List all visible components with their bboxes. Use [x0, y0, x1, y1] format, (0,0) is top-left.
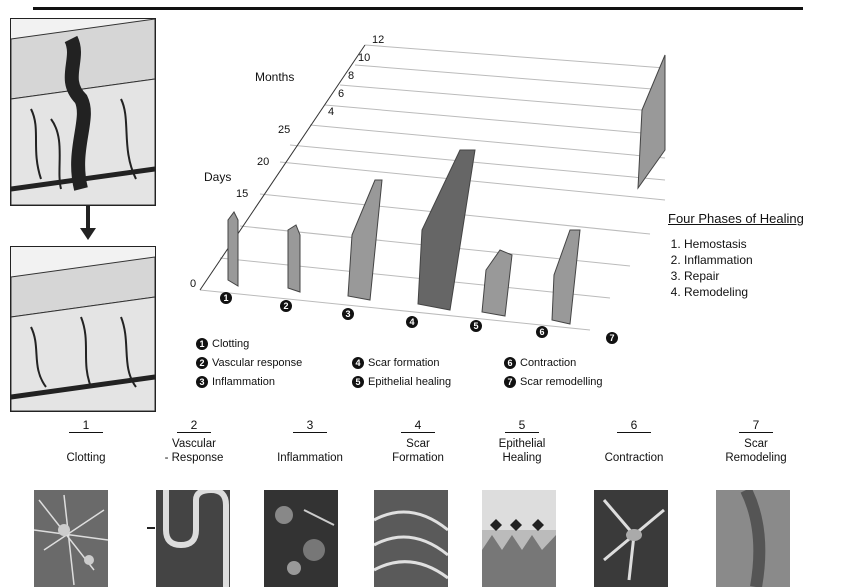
months-axis-label: Months: [255, 70, 294, 84]
wounded-skin-illustration: [10, 18, 156, 206]
healing-timeline-chart: Months 12 10 8 6 4 Days 25 20 15 0 1 2 3…: [160, 30, 670, 390]
months-tick: 4: [328, 106, 334, 118]
healed-skin-illustration: [10, 246, 156, 412]
scar-remodeling-image: [716, 490, 790, 587]
days-tick: 20: [257, 156, 269, 168]
phase-item: Inflammation: [684, 252, 844, 268]
scar-formation-image: [374, 490, 448, 587]
months-tick: 12: [372, 34, 384, 46]
months-tick: 10: [358, 52, 370, 64]
bar-number-marker: 5: [470, 320, 482, 332]
bar-number-marker: 7: [606, 332, 618, 344]
inflammation-image: [264, 490, 338, 587]
bar-number-marker: 4: [406, 316, 418, 328]
days-tick: 25: [278, 124, 290, 136]
phases-list: Hemostasis Inflammation Repair Remodelin…: [668, 236, 844, 300]
phase-item: Remodeling: [684, 284, 844, 300]
bar-number-marker: 2: [280, 300, 292, 312]
connector-line: [147, 527, 155, 529]
months-tick: 6: [338, 88, 344, 100]
vascular-response-image: [156, 490, 230, 587]
contraction-image: [594, 490, 668, 587]
days-tick: 15: [236, 188, 248, 200]
bar-number-marker: 6: [536, 326, 548, 338]
days-tick: 0: [190, 278, 196, 290]
bar-number-marker: 1: [220, 292, 232, 304]
phase-item: Repair: [684, 268, 844, 284]
clotting-image: [34, 490, 108, 587]
days-axis-label: Days: [204, 170, 231, 184]
phase-item: Hemostasis: [684, 236, 844, 252]
phases-title: Four Phases of Healing: [668, 211, 844, 226]
healing-phases-box: Four Phases of Healing Hemostasis Inflam…: [668, 211, 844, 300]
months-tick: 8: [348, 70, 354, 82]
bar-number-marker: 3: [342, 308, 354, 320]
epithelial-healing-image: [482, 490, 556, 587]
top-rule: [33, 7, 803, 10]
